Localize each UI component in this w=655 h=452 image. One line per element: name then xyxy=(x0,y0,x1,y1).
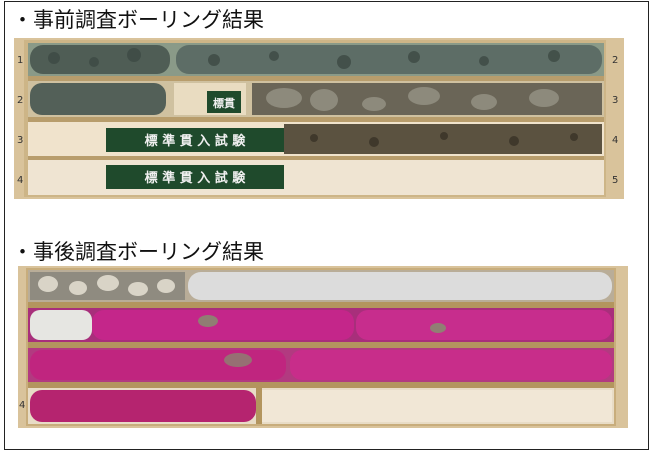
tag-short-background xyxy=(207,91,241,113)
row-number-left-2: 2 xyxy=(17,95,23,106)
row-number-left-4: 4 xyxy=(17,175,23,186)
row-number-left-1: 1 xyxy=(17,55,23,66)
row-number-left-3: 3 xyxy=(17,135,23,146)
content-frame xyxy=(4,1,649,450)
heading-before-survey: ・事前調査ボーリング結果 xyxy=(12,8,264,32)
heading-after-survey: ・事後調査ボーリング結果 xyxy=(12,240,264,264)
row-number-right-2: 2 xyxy=(612,55,618,66)
row-number-right-3: 3 xyxy=(612,95,618,106)
tag-spt-row4: 標 準 貫 入 試 験 xyxy=(145,170,247,186)
core-box-photo-after: 4 xyxy=(18,266,628,428)
core-box-photo-before: 標貫 標 準 貫 入 試 験 標 準 貫 入 試 験 1 2 3 4 2 3 4… xyxy=(14,38,624,199)
row-number-left-4: 4 xyxy=(19,400,25,411)
tag-short: 標貫 xyxy=(213,96,235,110)
tag-spt-row3: 標 準 貫 入 試 験 xyxy=(145,133,247,149)
row-number-right-5: 5 xyxy=(612,175,618,186)
row-number-right-4: 4 xyxy=(612,135,618,146)
